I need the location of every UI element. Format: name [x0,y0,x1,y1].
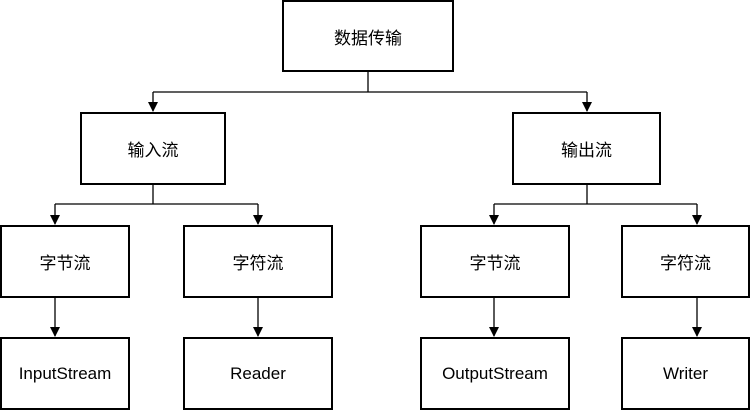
node-input-char-stream-label: 字符流 [232,254,284,274]
node-inputstream-class: InputStream [0,337,130,410]
node-output-byte-stream-label: 字节流 [469,254,521,274]
node-outputstream-class: OutputStream [420,337,570,410]
node-input-stream-label: 输入流 [127,141,179,161]
node-output-stream: 输出流 [512,112,661,185]
node-output-byte-stream: 字节流 [420,225,570,298]
node-writer-class: Writer [621,337,750,410]
node-writer-class-label: Writer [662,363,708,383]
node-output-stream-label: 输出流 [561,141,612,161]
node-data-transfer: 数据传输 [282,0,454,72]
node-output-char-stream-label: 字符流 [660,254,711,274]
node-outputstream-class-label: OutputStream [442,363,548,383]
node-input-byte-stream: 字节流 [0,225,130,298]
node-reader-class-label: Reader [230,363,286,383]
node-input-stream: 输入流 [80,112,226,185]
node-input-byte-stream-label: 字节流 [39,254,91,274]
node-inputstream-class-label: InputStream [18,363,112,383]
node-input-char-stream: 字符流 [183,225,333,298]
node-output-char-stream: 字符流 [621,225,750,298]
node-data-transfer-label: 数据传输 [334,28,402,49]
node-reader-class: Reader [183,337,333,410]
